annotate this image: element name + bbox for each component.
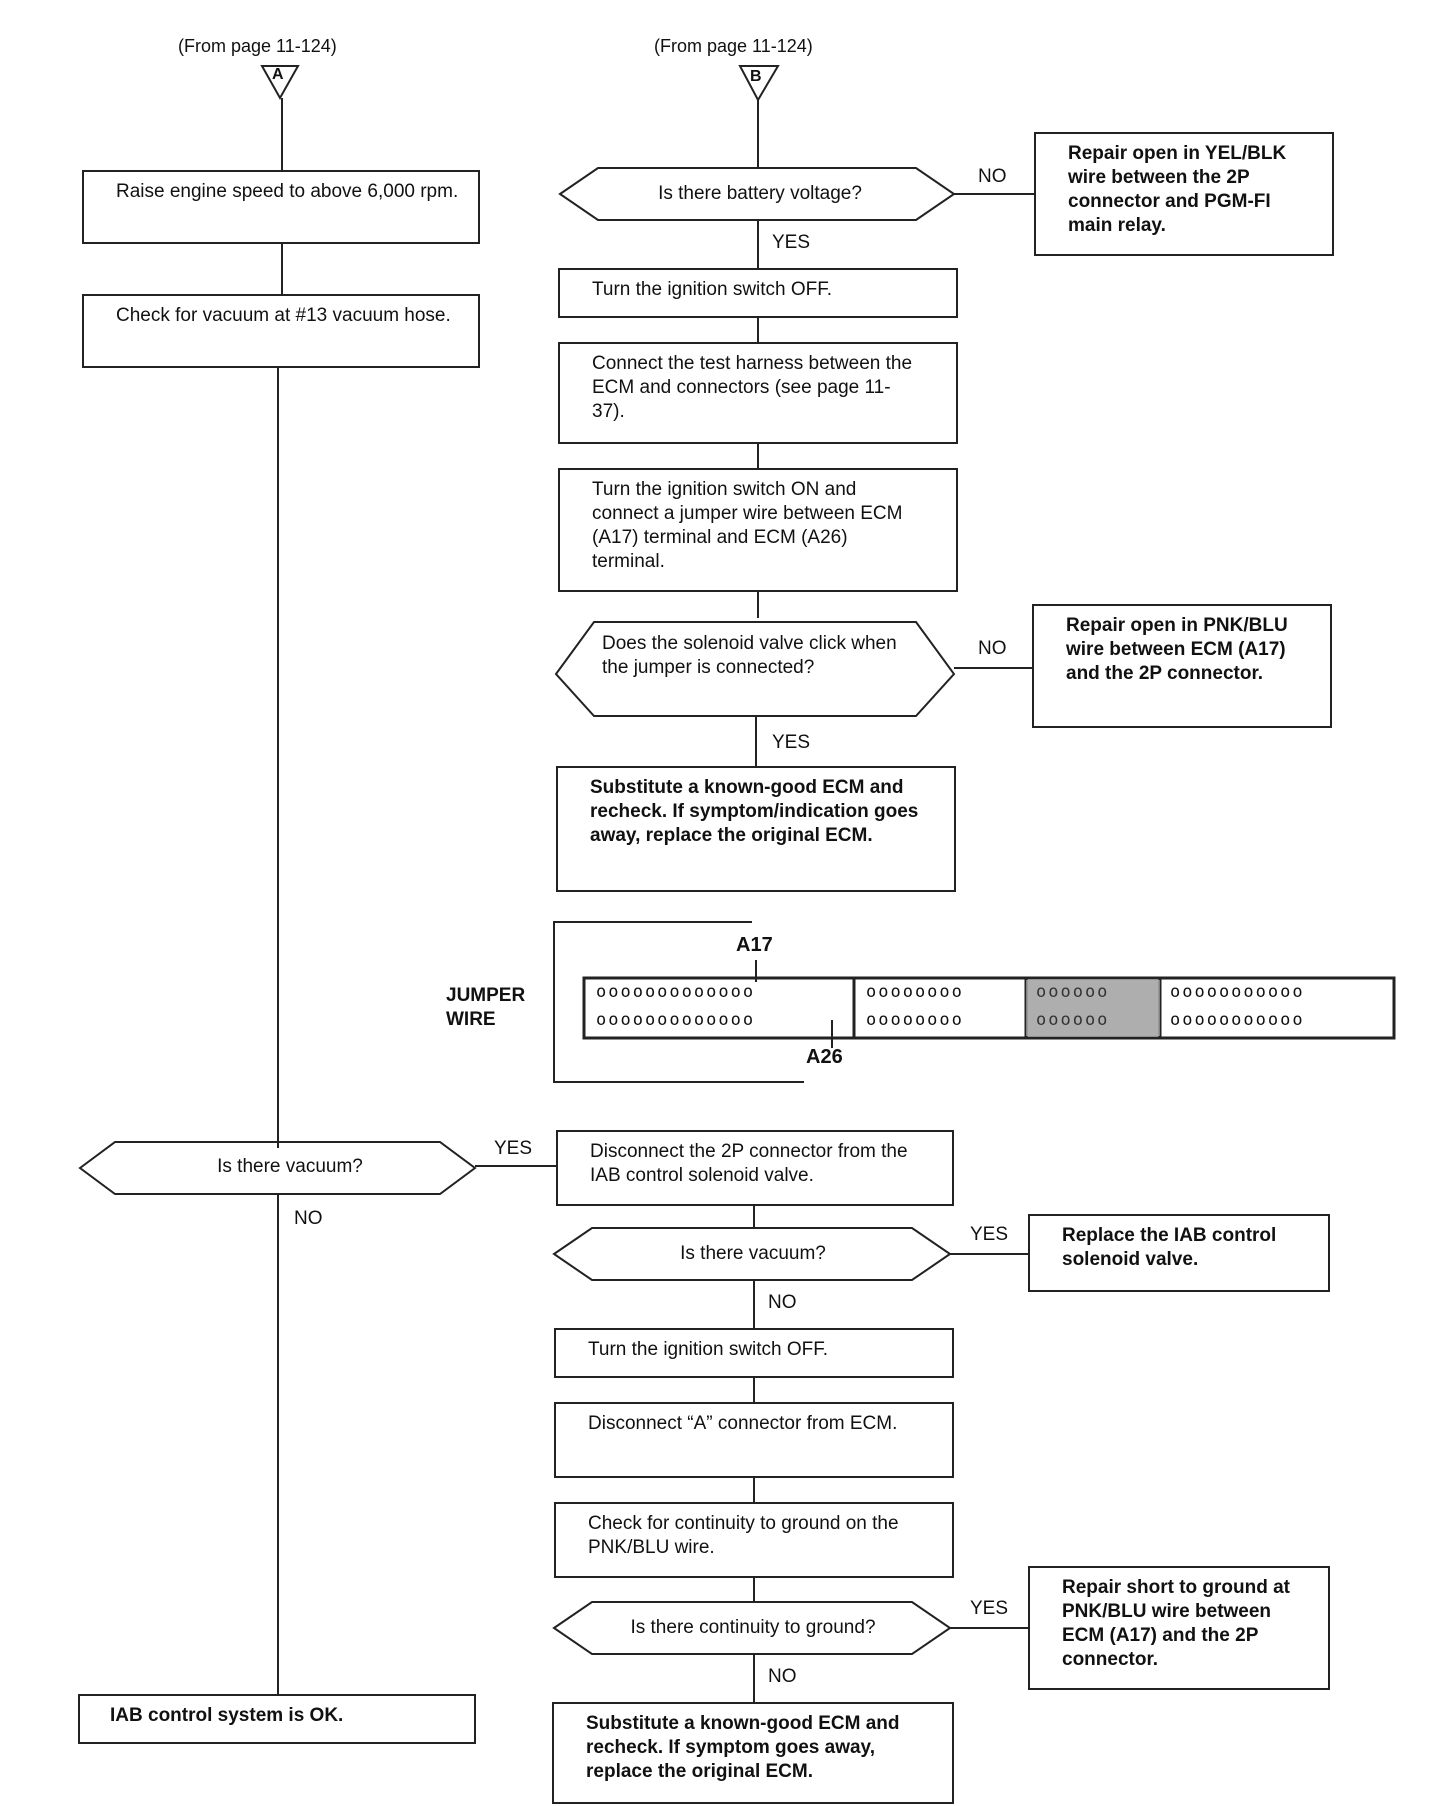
step-ignition-off-1: Turn the ignition switch OFF. bbox=[558, 268, 958, 318]
step-disconnect-2p: Disconnect the 2P connector from the IAB… bbox=[556, 1130, 954, 1206]
step-check-vacuum-13-text: Check for vacuum at #13 vacuum hose. bbox=[116, 305, 451, 326]
decision-vacuum2-text: Is there vacuum? bbox=[680, 1243, 826, 1264]
marker-b-letter: B bbox=[750, 68, 762, 85]
pins-section-d-row1: ooooooooooo bbox=[1170, 982, 1305, 1002]
pins-section-d-row2: ooooooooooo bbox=[1170, 1010, 1305, 1030]
repair-yel-blk: Repair open in YEL/BLK wire between the … bbox=[1034, 132, 1334, 256]
step-check-continuity: Check for continuity to ground on the PN… bbox=[554, 1502, 954, 1578]
decision-vacuum-left-no: NO bbox=[294, 1208, 323, 1229]
step-ignition-off-1-text: Turn the ignition switch OFF. bbox=[592, 279, 833, 300]
marker-a-letter: A bbox=[272, 66, 284, 83]
decision-click-text: Does the solenoid valve click when the j… bbox=[602, 633, 897, 678]
step-connect-jumper: Turn the ignition switch ON and connect … bbox=[558, 468, 958, 592]
repair-short-to-ground: Repair short to ground at PNK/BLU wire b… bbox=[1028, 1566, 1330, 1690]
pins-section-b-row1: oooooooo bbox=[866, 982, 964, 1002]
repair-short-to-ground-text: Repair short to ground at PNK/BLU wire b… bbox=[1062, 1577, 1290, 1670]
substitute-ecm-2-text: Substitute a known-good ECM and recheck.… bbox=[586, 1713, 900, 1782]
step-raise-engine-speed-text: Raise engine speed to above 6,000 rpm. bbox=[116, 181, 459, 202]
substitute-ecm-1-text: Substitute a known-good ECM and recheck.… bbox=[590, 777, 919, 846]
jumper-wire-label: JUMPER WIRE bbox=[446, 985, 526, 1030]
step-disconnect-a-connector: Disconnect “A” connector from ECM. bbox=[554, 1402, 954, 1478]
decision-click-yes: YES bbox=[772, 732, 811, 753]
decision-vacuum-left-text: Is there vacuum? bbox=[217, 1156, 363, 1177]
pin-a17-label: A17 bbox=[736, 934, 773, 956]
decision-vacuum2-yes: YES bbox=[970, 1224, 1009, 1245]
decision-click-no: NO bbox=[978, 638, 1007, 659]
step-check-vacuum-13: Check for vacuum at #13 vacuum hose. bbox=[82, 294, 480, 368]
replace-solenoid-valve: Replace the IAB control solenoid valve. bbox=[1028, 1214, 1330, 1292]
marker-a-triangle bbox=[260, 65, 300, 101]
step-disconnect-a-connector-text: Disconnect “A” connector from ECM. bbox=[588, 1413, 898, 1434]
decision-vacuum-left-yes: YES bbox=[494, 1138, 533, 1159]
decision-battery-yes: YES bbox=[772, 232, 811, 253]
pins-section-c-row2: oooooo bbox=[1036, 1010, 1110, 1030]
decision-battery-text: Is there battery voltage? bbox=[658, 183, 862, 204]
decision-click-shape bbox=[554, 621, 956, 717]
from-page-label-a: (From page 11-124) bbox=[178, 36, 337, 56]
result-iab-ok-text: IAB control system is OK. bbox=[110, 1705, 344, 1726]
result-iab-ok: IAB control system is OK. bbox=[78, 1694, 476, 1744]
pins-section-c-row1: oooooo bbox=[1036, 982, 1110, 1002]
decision-continuity-text: Is there continuity to ground? bbox=[630, 1617, 876, 1638]
repair-pnk-blu-open: Repair open in PNK/BLU wire between ECM … bbox=[1032, 604, 1332, 728]
decision-vacuum-left-shape bbox=[78, 1141, 477, 1195]
pins-section-a-row1: ooooooooooooo bbox=[596, 982, 756, 1002]
step-disconnect-2p-text: Disconnect the 2P connector from the IAB… bbox=[590, 1141, 908, 1186]
pins-section-a-row2: ooooooooooooo bbox=[596, 1010, 756, 1030]
step-raise-engine-speed: Raise engine speed to above 6,000 rpm. bbox=[82, 170, 480, 244]
repair-pnk-blu-open-text: Repair open in PNK/BLU wire between ECM … bbox=[1066, 615, 1288, 684]
step-connect-harness: Connect the test harness between the ECM… bbox=[558, 342, 958, 444]
decision-continuity-no: NO bbox=[768, 1666, 797, 1687]
pins-section-b-row2: oooooooo bbox=[866, 1010, 964, 1030]
decision-continuity-yes: YES bbox=[970, 1598, 1009, 1619]
substitute-ecm-2: Substitute a known-good ECM and recheck.… bbox=[552, 1702, 954, 1804]
step-ignition-off-2: Turn the ignition switch OFF. bbox=[554, 1328, 954, 1378]
marker-b-triangle bbox=[738, 65, 780, 103]
connector-shaded-section bbox=[1026, 980, 1160, 1036]
replace-solenoid-valve-text: Replace the IAB control solenoid valve. bbox=[1062, 1225, 1277, 1270]
step-connect-jumper-text: Turn the ignition switch ON and connect … bbox=[592, 479, 903, 572]
pin-a26-label: A26 bbox=[806, 1046, 843, 1068]
step-connect-harness-text: Connect the test harness between the ECM… bbox=[592, 353, 913, 422]
step-check-continuity-text: Check for continuity to ground on the PN… bbox=[588, 1513, 899, 1558]
step-ignition-off-2-text: Turn the ignition switch OFF. bbox=[588, 1339, 829, 1360]
substitute-ecm-1: Substitute a known-good ECM and recheck.… bbox=[556, 766, 956, 892]
from-page-label-b: (From page 11-124) bbox=[654, 36, 813, 56]
repair-yel-blk-text: Repair open in YEL/BLK wire between the … bbox=[1068, 143, 1287, 236]
decision-battery-no: NO bbox=[978, 166, 1007, 187]
decision-vacuum2-no: NO bbox=[768, 1292, 797, 1313]
